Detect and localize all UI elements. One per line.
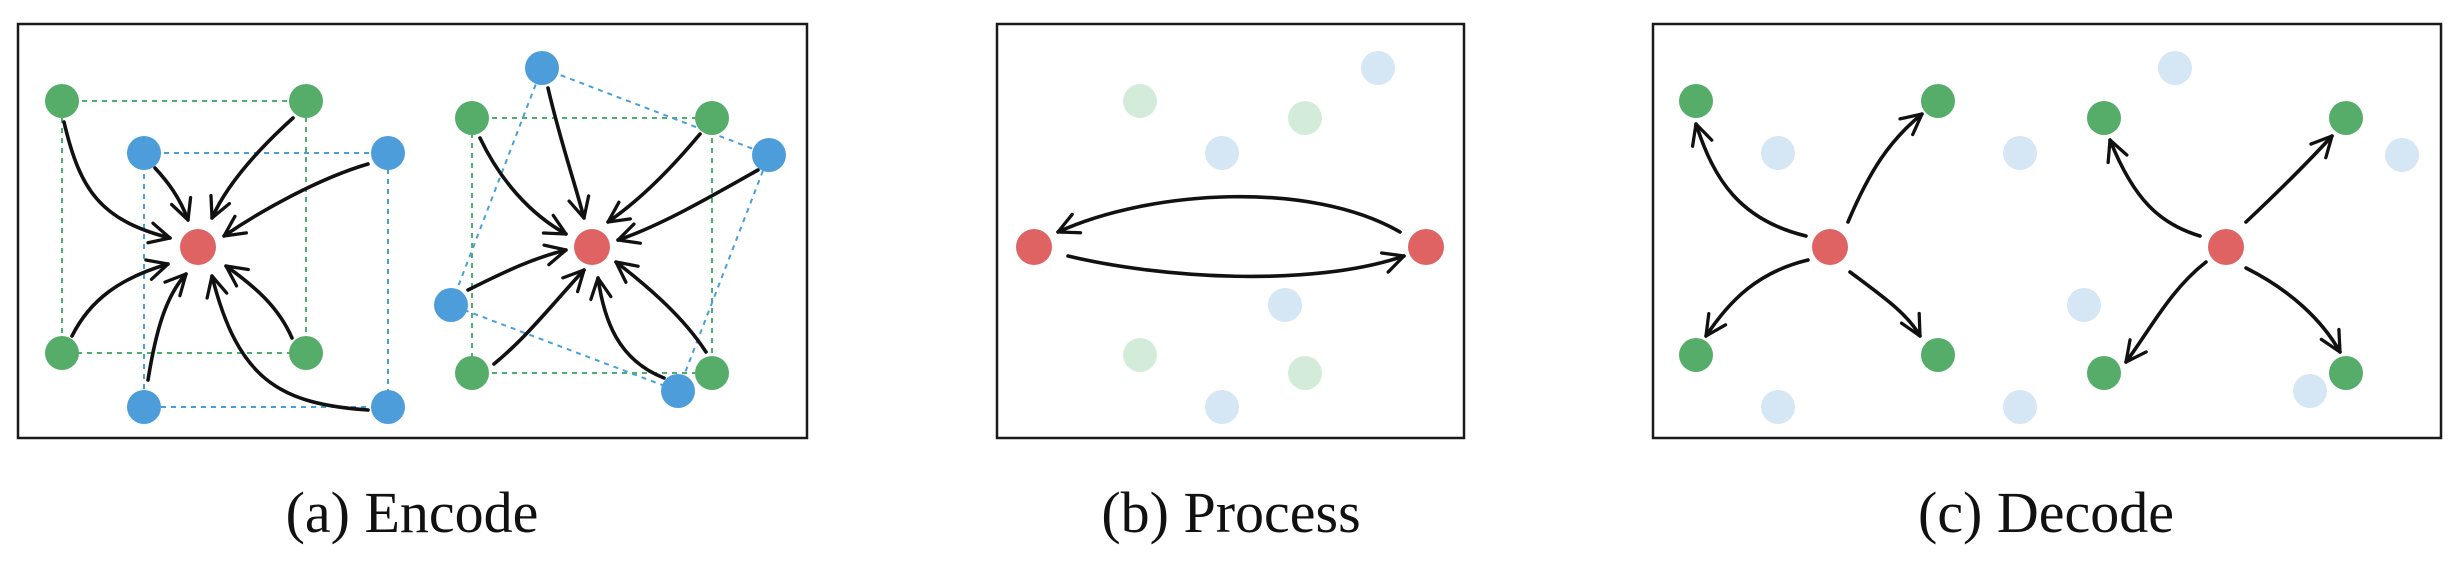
encode-grid-node [695, 356, 729, 390]
encode-grid-node [45, 84, 79, 118]
encode-grid-node [289, 336, 323, 370]
decode-nodes [1679, 84, 2363, 390]
encode-latent-node [180, 229, 216, 265]
encode-mesh-node [525, 51, 559, 85]
decode-faded-node [2158, 51, 2192, 85]
encode-mesh-node [127, 390, 161, 424]
process-latent-node [1016, 229, 1052, 265]
process-edges [1056, 194, 1406, 279]
process-faded-node [1205, 136, 1239, 170]
decode-faded-node [2003, 136, 2037, 170]
process-faded-node [1205, 390, 1239, 424]
decode-faded-node [2003, 390, 2037, 424]
process-faded-node [1288, 356, 1322, 390]
encode-grid-node [455, 356, 489, 390]
panel-decode: (c) Decode [1651, 22, 2443, 545]
encode-mesh-node [752, 138, 786, 172]
decode-faded-node [1761, 390, 1795, 424]
process-faded-node [1288, 101, 1322, 135]
decode-grid-node [1921, 338, 1955, 372]
encode-mesh-node [127, 136, 161, 170]
process-faded-nodes [1123, 51, 1395, 424]
decode-faded-node [2067, 288, 2101, 322]
encode-mesh-node [371, 390, 405, 424]
panel-encode: (a) Encode [16, 22, 809, 545]
process-faded-node [1268, 288, 1302, 322]
encode-grid-node [695, 101, 729, 135]
decode-grid-node [2087, 101, 2121, 135]
decode-grid-node [1679, 84, 1713, 118]
decode-latent-node [2208, 229, 2244, 265]
panel-decode-caption: (c) Decode [1918, 480, 2174, 545]
process-nodes [1016, 229, 1444, 265]
process-faded-node [1123, 84, 1157, 118]
panel-decode-frame [1651, 22, 2443, 440]
encode-grid-node [289, 84, 323, 118]
panel-process-frame [995, 22, 1466, 440]
decode-edges [1690, 112, 2342, 364]
panel-process: (b) Process [995, 22, 1466, 545]
encode-mesh-node [371, 136, 405, 170]
encode-edges [62, 86, 760, 412]
decode-grid-node [2329, 356, 2363, 390]
decode-faded-node [1761, 136, 1795, 170]
encode-mesh-node [661, 374, 695, 408]
decode-faded-nodes [1761, 51, 2419, 424]
panel-process-caption: (b) Process [1101, 480, 1360, 545]
decode-grid-node [2329, 101, 2363, 135]
decode-grid-node [1679, 338, 1713, 372]
process-faded-node [1361, 51, 1395, 85]
decode-grid-node [1921, 84, 1955, 118]
encode-grid-node [455, 101, 489, 135]
process-latent-node [1408, 229, 1444, 265]
encode-grid-node [45, 336, 79, 370]
decode-faded-node [2293, 374, 2327, 408]
encode-mesh-node [434, 288, 468, 322]
panel-encode-frame [16, 22, 809, 440]
decode-grid-node [2087, 356, 2121, 390]
decode-faded-node [2385, 138, 2419, 172]
panel-encode-caption: (a) Encode [286, 480, 539, 545]
encode-latent-node [574, 229, 610, 265]
encode-nodes [45, 51, 786, 424]
decode-latent-node [1812, 229, 1848, 265]
process-faded-node [1123, 338, 1157, 372]
